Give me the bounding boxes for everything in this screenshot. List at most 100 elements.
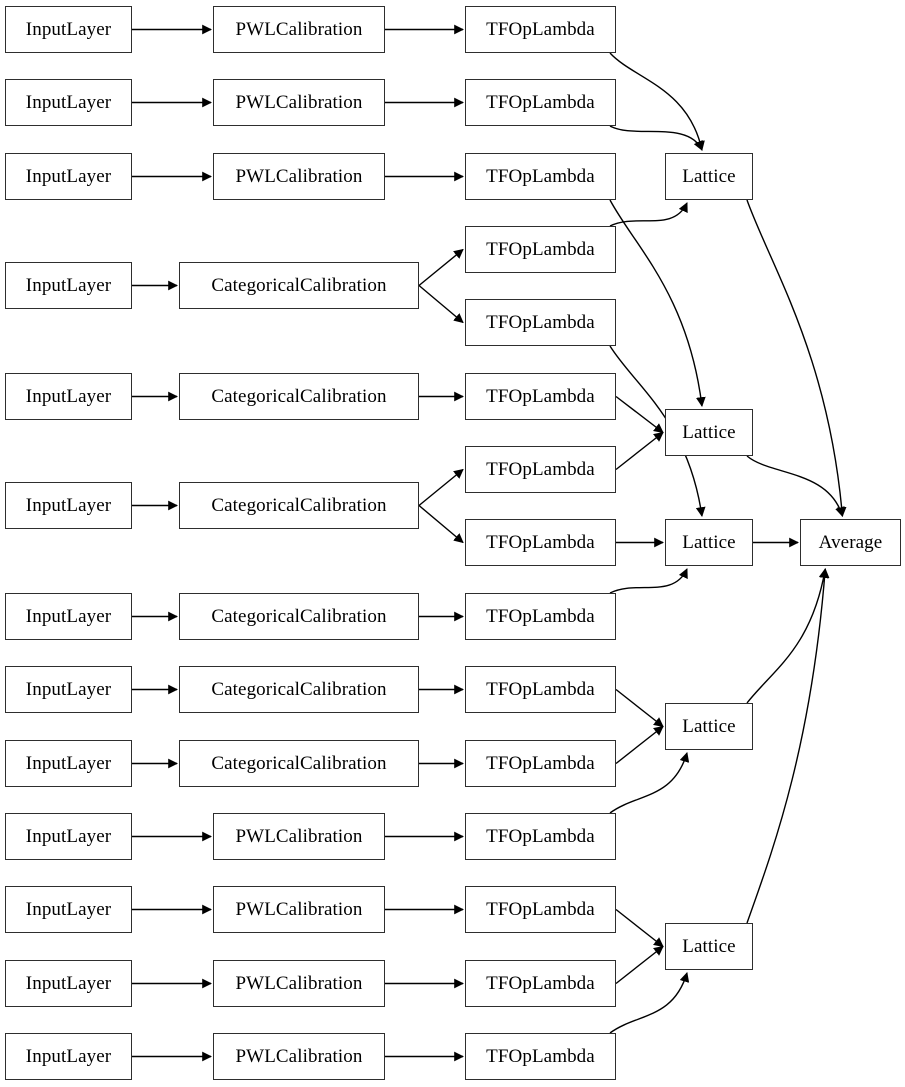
node-label: InputLayer (25, 166, 112, 187)
node-label: TFOpLambda (486, 166, 595, 187)
edge-op11-to-lat4 (615, 725, 664, 765)
node-op15: TFOpLambda (465, 1033, 616, 1080)
node-in4: InputLayer (5, 262, 132, 309)
node-label: CategoricalCalibration (211, 679, 387, 700)
node-op5: TFOpLambda (465, 299, 616, 346)
node-label: TFOpLambda (486, 312, 595, 333)
edge-op2-to-lat1 (609, 125, 703, 151)
node-in13: InputLayer (5, 1033, 132, 1080)
node-in7: InputLayer (5, 593, 132, 640)
node-op10: TFOpLambda (465, 666, 616, 713)
node-label: InputLayer (25, 679, 112, 700)
node-label: InputLayer (25, 899, 112, 920)
node-op13: TFOpLambda (465, 886, 616, 933)
node-cal4: CategoricalCalibration (179, 262, 419, 309)
node-cal8: CategoricalCalibration (179, 666, 419, 713)
node-label: Lattice (682, 166, 736, 187)
node-op14: TFOpLambda (465, 960, 616, 1007)
edge-op1-to-lat1 (609, 52, 705, 151)
node-in5: InputLayer (5, 373, 132, 420)
edge-op13-to-lat5 (615, 908, 664, 948)
node-in12: InputLayer (5, 960, 132, 1007)
edge-op4-to-lat1 (609, 202, 688, 227)
node-label: TFOpLambda (486, 92, 595, 113)
node-label: TFOpLambda (486, 1046, 595, 1067)
node-label: InputLayer (25, 753, 112, 774)
node-label: Lattice (682, 936, 736, 957)
node-op9: TFOpLambda (465, 593, 616, 640)
node-op7: TFOpLambda (465, 446, 616, 493)
node-op4: TFOpLambda (465, 226, 616, 273)
node-label: PWLCalibration (235, 92, 363, 113)
node-cal11: PWLCalibration (213, 886, 385, 933)
node-label: InputLayer (25, 826, 112, 847)
node-in2: InputLayer (5, 79, 132, 126)
edge-lat1-to-avg (746, 199, 847, 517)
node-label: PWLCalibration (235, 19, 363, 40)
node-in11: InputLayer (5, 886, 132, 933)
node-cal1: PWLCalibration (213, 6, 385, 53)
node-label: Average (818, 532, 883, 553)
node-in6: InputLayer (5, 482, 132, 529)
node-label: InputLayer (25, 92, 112, 113)
edge-lat4-to-avg (746, 568, 829, 704)
node-cal3: PWLCalibration (213, 153, 385, 200)
edge-op7-to-lat2 (615, 431, 664, 471)
node-lat5: Lattice (665, 923, 753, 970)
edge-op14-to-lat5 (615, 945, 664, 985)
node-label: TFOpLambda (486, 826, 595, 847)
node-label: InputLayer (25, 973, 112, 994)
node-label: TFOpLambda (486, 239, 595, 260)
node-in8: InputLayer (5, 666, 132, 713)
node-label: CategoricalCalibration (211, 606, 387, 627)
edge-op6-to-lat2 (615, 395, 664, 434)
edge-cal6-to-op8 (418, 504, 464, 544)
node-lat2: Lattice (665, 409, 753, 456)
node-label: TFOpLambda (486, 19, 595, 40)
node-op12: TFOpLambda (465, 813, 616, 860)
node-in9: InputLayer (5, 740, 132, 787)
node-in10: InputLayer (5, 813, 132, 860)
node-op1: TFOpLambda (465, 6, 616, 53)
node-label: TFOpLambda (486, 973, 595, 994)
node-cal7: CategoricalCalibration (179, 593, 419, 640)
node-label: PWLCalibration (235, 973, 363, 994)
node-avg: Average (800, 519, 901, 566)
node-label: PWLCalibration (235, 1046, 363, 1067)
node-cal10: PWLCalibration (213, 813, 385, 860)
node-label: PWLCalibration (235, 166, 363, 187)
edge-lat5-to-avg (746, 568, 830, 924)
node-op8: TFOpLambda (465, 519, 616, 566)
node-cal6: CategoricalCalibration (179, 482, 419, 529)
node-op2: TFOpLambda (465, 79, 616, 126)
node-label: Lattice (682, 422, 736, 443)
edge-cal4-to-op4 (418, 248, 464, 287)
node-cal13: PWLCalibration (213, 1033, 385, 1080)
node-label: TFOpLambda (486, 899, 595, 920)
node-cal2: PWLCalibration (213, 79, 385, 126)
edge-lat2-to-avg (746, 455, 845, 517)
node-lat3: Lattice (665, 519, 753, 566)
edge-cal6-to-op7 (418, 468, 464, 507)
node-label: TFOpLambda (486, 532, 595, 553)
node-label: CategoricalCalibration (211, 753, 387, 774)
node-label: CategoricalCalibration (211, 275, 387, 296)
node-label: PWLCalibration (235, 826, 363, 847)
node-label: TFOpLambda (486, 679, 595, 700)
edge-cal4-to-op5 (418, 284, 464, 324)
edge-op3-to-lat2 (609, 199, 706, 407)
node-label: InputLayer (25, 495, 112, 516)
node-label: Lattice (682, 716, 736, 737)
node-cal9: CategoricalCalibration (179, 740, 419, 787)
node-label: TFOpLambda (486, 459, 595, 480)
node-lat1: Lattice (665, 153, 753, 200)
node-label: TFOpLambda (486, 386, 595, 407)
edge-op10-to-lat4 (615, 688, 664, 728)
node-in3: InputLayer (5, 153, 132, 200)
node-label: CategoricalCalibration (211, 495, 387, 516)
edge-op9-to-lat3 (609, 568, 688, 594)
node-cal12: PWLCalibration (213, 960, 385, 1007)
node-op3: TFOpLambda (465, 153, 616, 200)
edge-op15-to-lat5 (609, 972, 690, 1034)
node-label: InputLayer (25, 19, 112, 40)
